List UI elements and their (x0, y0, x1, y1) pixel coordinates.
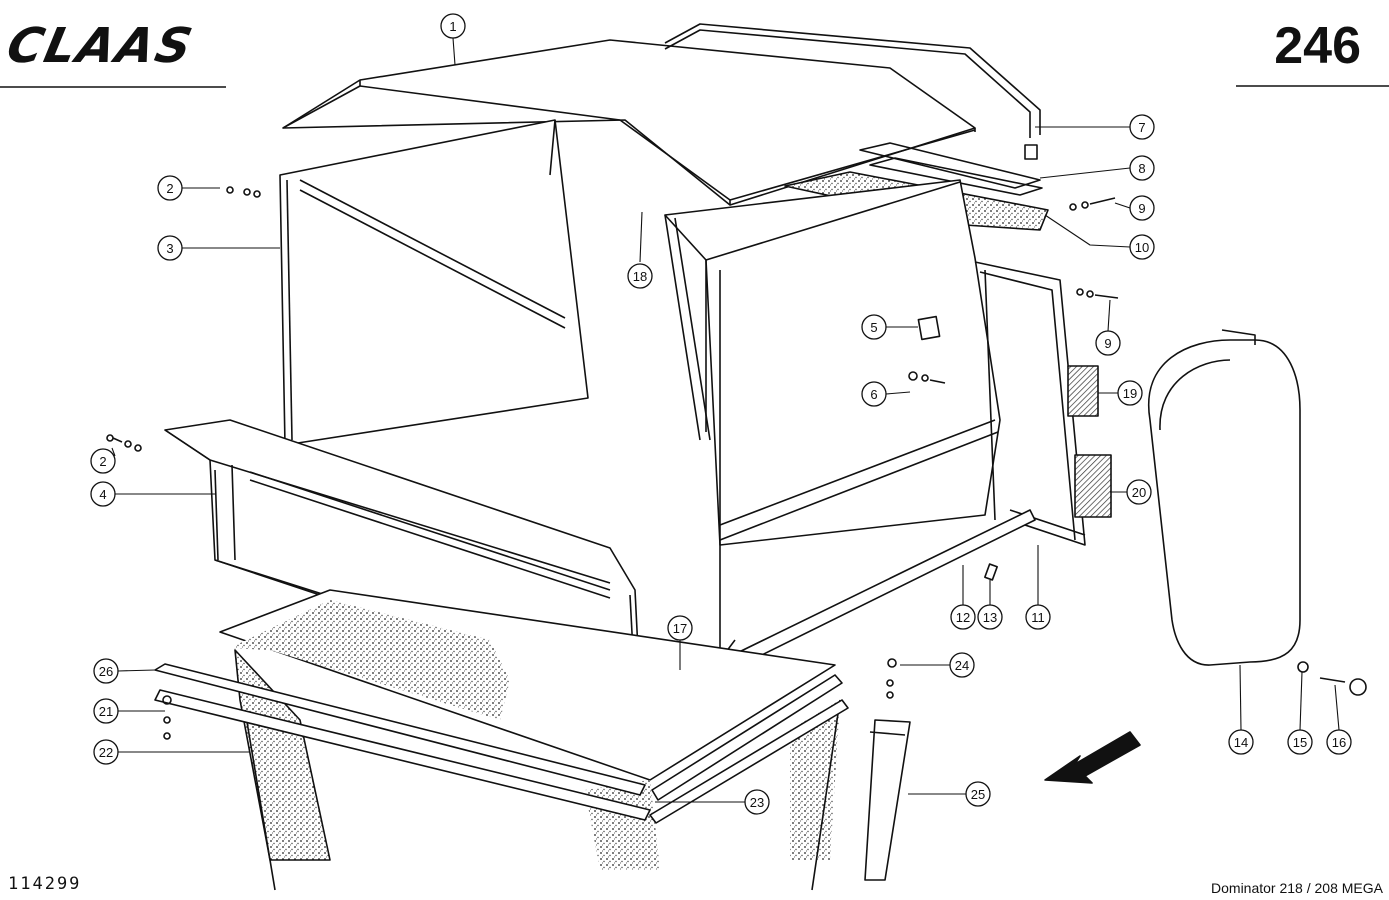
svg-text:6: 6 (870, 387, 877, 402)
callout-20: 20 (1126, 479, 1152, 505)
svg-text:18: 18 (633, 269, 647, 284)
svg-text:8: 8 (1138, 161, 1145, 176)
callout-21: 21 (93, 698, 119, 724)
callout-26: 26 (93, 658, 119, 684)
svg-text:5: 5 (870, 320, 877, 335)
svg-text:19: 19 (1123, 386, 1137, 401)
document-number: 114299 (8, 874, 82, 894)
svg-text:4: 4 (99, 487, 106, 502)
strap-25 (864, 719, 911, 881)
pad-19 (1067, 365, 1099, 417)
side-cover-14 (1147, 329, 1301, 666)
svg-text:14: 14 (1234, 735, 1248, 750)
callout-14: 14 (1228, 729, 1254, 755)
svg-text:22: 22 (99, 745, 113, 760)
svg-text:9: 9 (1138, 201, 1145, 216)
strip-8 (859, 142, 1043, 196)
pad-20 (1074, 454, 1112, 518)
callout-25: 25 (965, 781, 991, 807)
side-panel-left-3 (279, 119, 589, 446)
callout-15: 15 (1287, 729, 1313, 755)
svg-text:26: 26 (99, 664, 113, 679)
callout-16: 16 (1326, 729, 1352, 755)
svg-text:3: 3 (166, 241, 173, 256)
svg-text:12: 12 (956, 610, 970, 625)
callout-6: 6 (861, 381, 887, 407)
svg-text:7: 7 (1138, 120, 1145, 135)
svg-text:9: 9 (1104, 336, 1111, 351)
model-designation: Dominator 218 / 208 MEGA (1211, 880, 1383, 896)
roof-panel (282, 39, 976, 206)
callout-bubbles: 1 2 3 2 4 18 5 6 7 8 9 10 9 19 20 11 12 … (90, 13, 1352, 815)
svg-text:20: 20 (1132, 485, 1146, 500)
callout-13: 13 (977, 604, 1003, 630)
leader-lines (111, 37, 1340, 803)
page-number: 246 (1274, 17, 1361, 75)
svg-text:2: 2 (166, 181, 173, 196)
callout-3: 3 (157, 235, 183, 261)
front-direction-arrow (1044, 731, 1141, 784)
svg-text:16: 16 (1332, 735, 1346, 750)
callout-18: 18 (627, 263, 653, 289)
callout-23: 23 (744, 789, 770, 815)
callout-4: 4 (90, 481, 116, 507)
svg-text:10: 10 (1135, 240, 1149, 255)
svg-text:13: 13 (983, 610, 997, 625)
callout-10: 10 (1129, 234, 1155, 260)
svg-text:2: 2 (99, 454, 106, 469)
svg-text:11: 11 (1031, 610, 1045, 625)
callout-9-upper: 9 (1129, 195, 1155, 221)
svg-text:17: 17 (673, 621, 687, 636)
svg-text:15: 15 (1293, 735, 1307, 750)
lower-hood (154, 589, 849, 891)
svg-text:21: 21 (99, 704, 113, 719)
callout-24: 24 (949, 652, 975, 678)
callout-8: 8 (1129, 155, 1155, 181)
callout-19: 19 (1117, 380, 1143, 406)
callout-22: 22 (93, 739, 119, 765)
front-frame (664, 179, 1001, 660)
callout-11: 11 (1025, 604, 1051, 630)
callout-17: 17 (667, 615, 693, 641)
svg-text:23: 23 (750, 795, 764, 810)
callout-12: 12 (950, 604, 976, 630)
fasteners (106, 186, 1367, 740)
callout-2-upper: 2 (157, 175, 183, 201)
svg-text:24: 24 (955, 658, 969, 673)
svg-text:1: 1 (449, 19, 456, 34)
callout-2-lower: 2 (90, 448, 116, 474)
svg-text:25: 25 (971, 787, 985, 802)
callout-5: 5 (861, 314, 887, 340)
callout-7: 7 (1129, 114, 1155, 140)
callout-1: 1 (440, 13, 466, 39)
rear-rail-7 (664, 23, 1041, 160)
callout-9-lower: 9 (1095, 330, 1121, 356)
